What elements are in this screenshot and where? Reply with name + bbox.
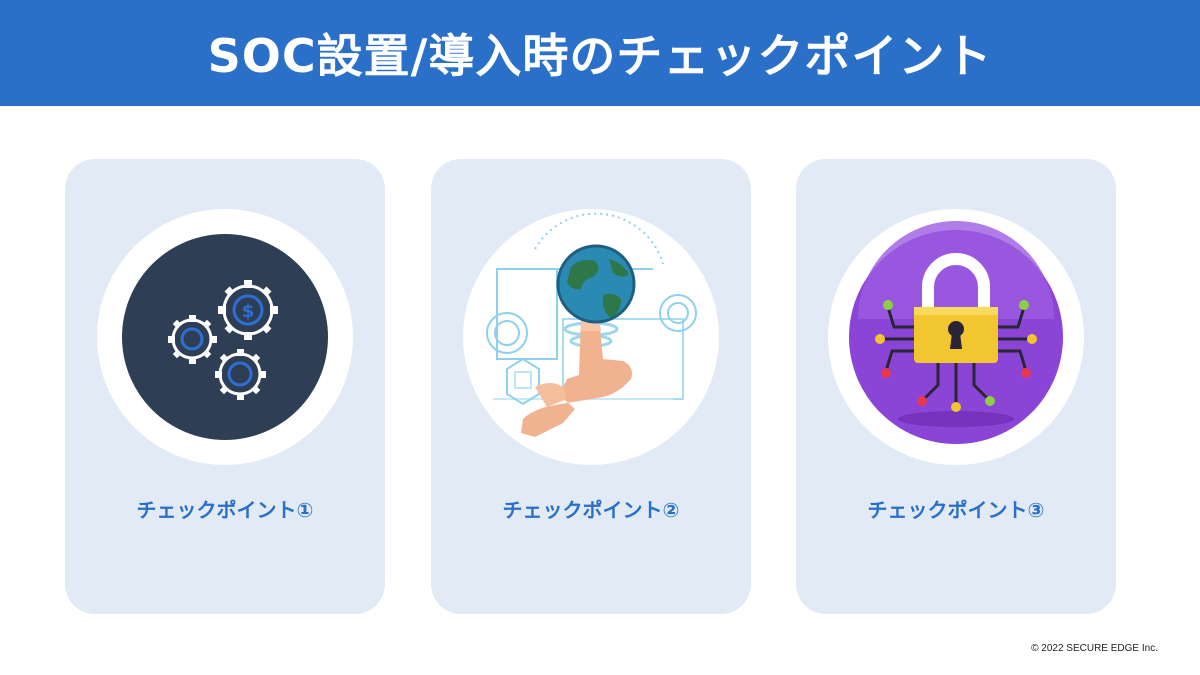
gears-dollar-icon: $ [122,234,328,440]
svg-text:$: $ [242,301,255,322]
checkpoint-card-3: チェックポイント③ [796,159,1116,614]
checkpoint-2-label: チェックポイント② [502,498,680,522]
padlock-circuit-icon [849,221,1063,444]
checkpoint-2-icon-frame [463,209,719,465]
title-bar: SOC設置/導入時のチェックポイント [0,0,1200,106]
copyright-notice: © 2022 SECURE EDGE Inc. [1031,643,1158,654]
checkpoint-card-1: $ [65,159,385,614]
checkpoint-3-icon-frame [828,209,1084,465]
checkpoint-1-label: チェックポイント① [136,498,314,522]
checkpoint-card-2: チェックポイント② [431,159,751,614]
checkpoint-3-label: チェックポイント③ [867,498,1045,522]
checkpoint-1-icon-frame: $ [97,209,353,465]
globe-hand-icon [486,212,697,437]
page-title: SOC設置/導入時のチェックポイント [207,29,993,83]
